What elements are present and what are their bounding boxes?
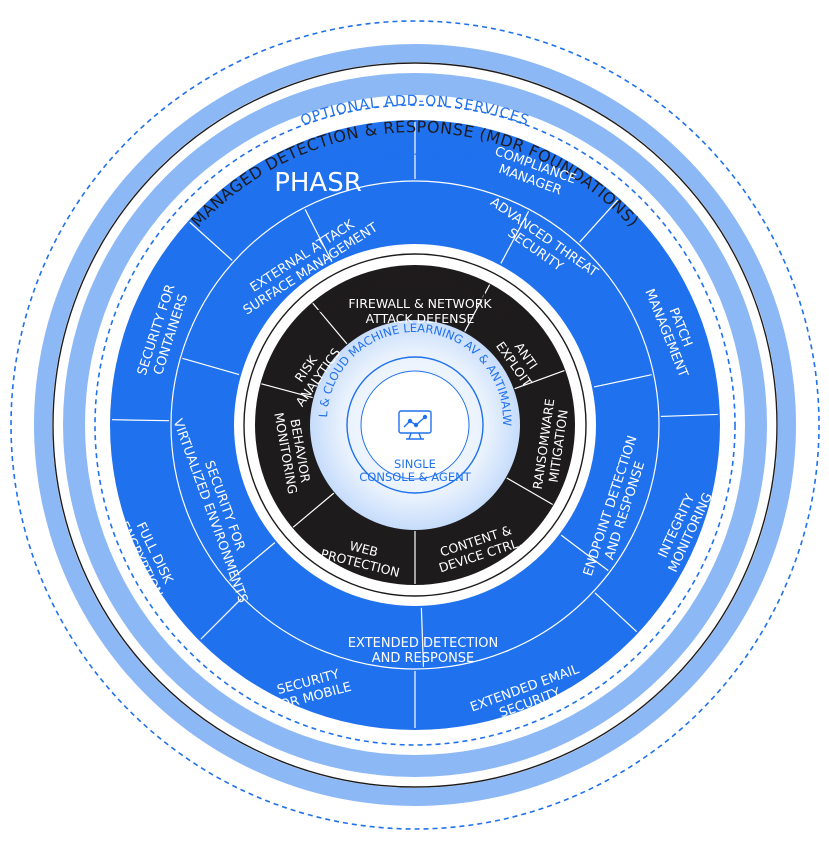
- separator-line: [593, 374, 652, 388]
- separator-line: [312, 302, 348, 345]
- outer-services-dashed-ring: [10, 20, 820, 830]
- separator-line: [229, 542, 276, 582]
- included-black-line: [243, 253, 587, 597]
- module-segment-label-line: ATTACK DEFENSE: [366, 311, 475, 326]
- separator-line: [500, 211, 530, 264]
- products-dashed-ring: [94, 104, 736, 746]
- separator-line: [506, 477, 553, 506]
- separator-line: [182, 357, 240, 376]
- product-segment-label-line: PHASR: [274, 168, 362, 198]
- center-title-line-1: SINGLE: [394, 457, 436, 471]
- core-inner-ring: [346, 356, 484, 494]
- module-segment-label-line: WEB: [348, 538, 380, 560]
- separator-line: [261, 383, 313, 399]
- monitor-chart-icon: [398, 410, 432, 440]
- separator-line: [514, 370, 565, 390]
- product-segment-label: PHASR: [274, 168, 362, 198]
- product-segment-label-line: EXTENDED DETECTION: [348, 636, 498, 651]
- separator-line: [594, 592, 638, 633]
- separator-line: [420, 607, 425, 667]
- separator-line: [304, 209, 333, 263]
- separator-line: [189, 221, 233, 261]
- module-separators: [261, 284, 565, 584]
- center-title-line-2: CONSOLE & AGENT: [359, 470, 471, 484]
- product-segment-label-line: AND RESPONSE: [372, 651, 475, 666]
- separator-line: [560, 534, 609, 572]
- separator-line: [112, 419, 170, 422]
- products-inner-line: [170, 180, 660, 670]
- separator-line: [464, 284, 491, 332]
- mdr-black-line: [52, 62, 778, 788]
- separator-line: [579, 199, 619, 243]
- product-separators: [112, 122, 718, 728]
- separator-line: [200, 598, 242, 640]
- separator-line: [292, 492, 335, 528]
- module-segment-label-line: FIREWALL & NETWORK: [348, 296, 492, 311]
- separator-line: [660, 413, 718, 418]
